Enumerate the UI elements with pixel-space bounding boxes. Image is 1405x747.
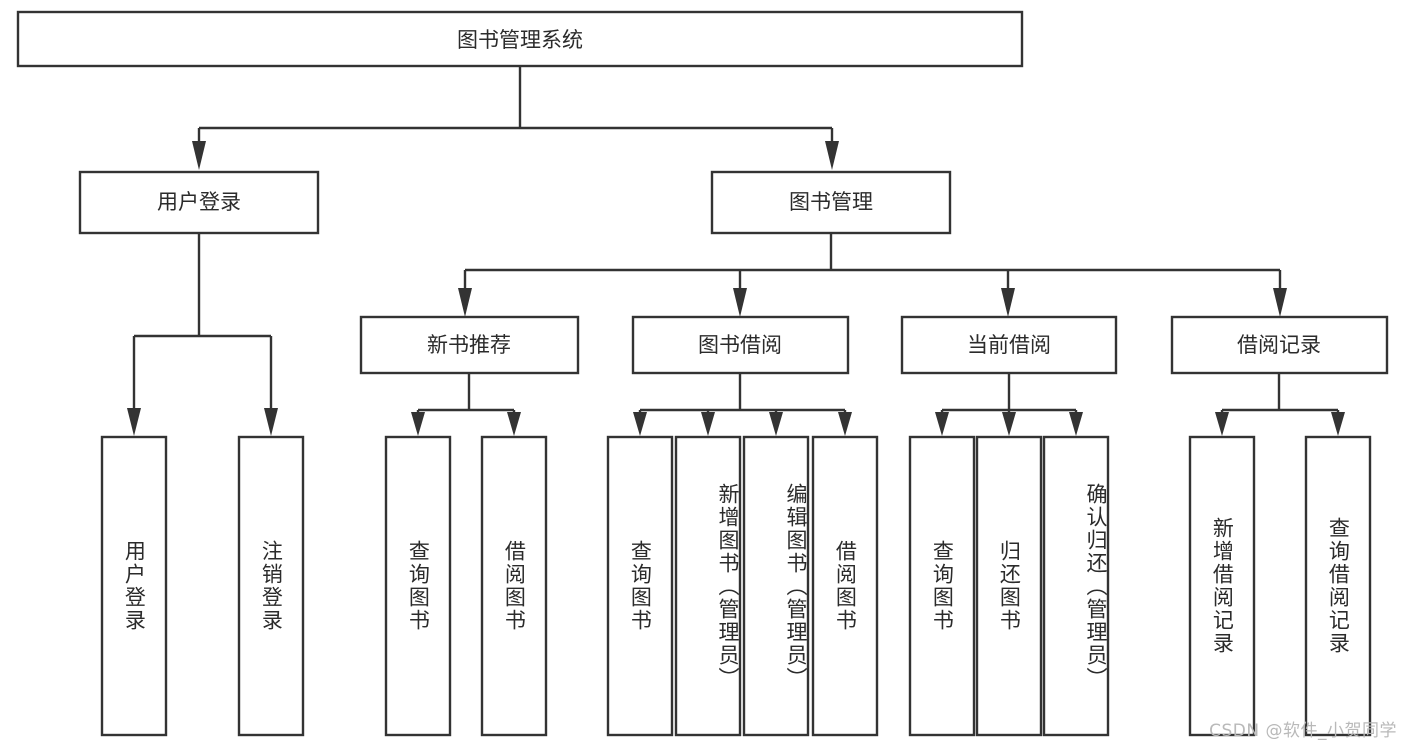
- node-user-login-box[interactable]: [78, 170, 320, 235]
- node-current-borrow-box[interactable]: [900, 315, 1118, 375]
- node-book-management-label: 图书管理: [789, 190, 873, 214]
- leaf-box-current-confirm[interactable]: [1042, 435, 1110, 737]
- node-book-borrow-label: 图书借阅: [698, 333, 782, 357]
- arrow-head-icon: [633, 412, 647, 436]
- arrow-head-icon: [1273, 288, 1287, 317]
- arrow-head-icon: [507, 412, 521, 436]
- arrow-head-icon: [192, 141, 206, 170]
- leaf-box-recommend-query[interactable]: [384, 435, 452, 737]
- connector-current-borrow-to-leaves: [935, 373, 1083, 436]
- arrow-head-icon: [701, 412, 715, 436]
- node-new-book-recommend-label: 新书推荐: [427, 333, 511, 357]
- arrow-head-icon: [1215, 412, 1229, 436]
- arrow-head-icon: [1331, 412, 1345, 436]
- csdn-watermark: CSDN @软件_小贺同学: [1209, 721, 1397, 741]
- leaf-box-borrow-add[interactable]: [674, 435, 742, 737]
- connector-root-to-level2: [192, 66, 839, 170]
- leaf-box-borrow-query[interactable]: [606, 435, 674, 737]
- arrow-head-icon: [825, 141, 839, 170]
- arrow-head-icon: [458, 288, 472, 317]
- connector-user-login-to-leaves: [127, 233, 278, 436]
- arrow-head-icon: [411, 412, 425, 436]
- node-root-label: 图书管理系统: [457, 28, 583, 52]
- node-book-borrow[interactable]: 图书借阅: [631, 315, 850, 375]
- node-root[interactable]: 图书管理系统: [16, 10, 1024, 68]
- arrow-head-icon: [1069, 412, 1083, 436]
- node-borrow-record-label: 借阅记录: [1237, 333, 1321, 357]
- node-new-book-recommend-box[interactable]: [359, 315, 580, 375]
- leaf-box-current-return[interactable]: [975, 435, 1043, 737]
- leaf-box-borrow-edit[interactable]: [742, 435, 810, 737]
- node-new-book-recommend[interactable]: 新书推荐: [359, 315, 580, 375]
- leaf-box-record-add[interactable]: [1188, 435, 1256, 737]
- arrow-head-icon: [127, 408, 141, 436]
- connector-book-borrow-to-leaves: [633, 373, 852, 436]
- connector-new-book-recommend-to-leaves: [411, 373, 521, 436]
- node-user-login-label: 用户登录: [157, 190, 241, 214]
- connector-book-management-to-level3: [458, 233, 1287, 317]
- arrow-head-icon: [264, 408, 278, 436]
- node-current-borrow[interactable]: 当前借阅: [900, 315, 1118, 375]
- node-book-management[interactable]: 图书管理: [710, 170, 952, 235]
- node-root-box[interactable]: [16, 10, 1024, 68]
- connector-borrow-record-to-leaves: [1215, 373, 1345, 436]
- arrow-head-icon: [733, 288, 747, 317]
- leaf-box-recommend-borrow[interactable]: [480, 435, 548, 737]
- node-borrow-record[interactable]: 借阅记录: [1170, 315, 1389, 375]
- arrow-head-icon: [1002, 412, 1016, 436]
- leaf-box-borrow-lend[interactable]: [811, 435, 879, 737]
- arrow-head-icon: [935, 412, 949, 436]
- node-user-login[interactable]: 用户登录: [78, 170, 320, 235]
- node-current-borrow-label: 当前借阅: [967, 333, 1051, 357]
- arrow-head-icon: [838, 412, 852, 436]
- leaf-box-current-query[interactable]: [908, 435, 976, 737]
- leaf-box-user-login-login[interactable]: [100, 435, 168, 737]
- arrow-head-icon: [769, 412, 783, 436]
- leaf-box-user-login-logout[interactable]: [237, 435, 305, 737]
- leaf-box-record-query[interactable]: [1304, 435, 1372, 737]
- arrow-head-icon: [1001, 288, 1015, 317]
